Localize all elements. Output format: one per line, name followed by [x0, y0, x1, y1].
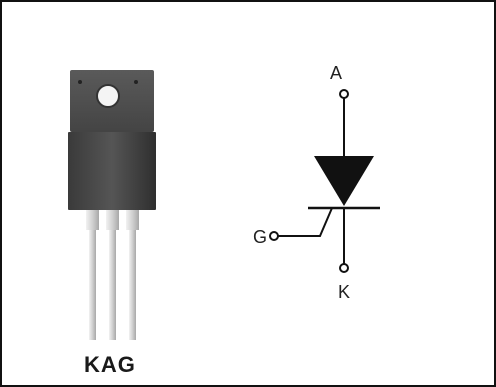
gate-lead [278, 207, 333, 237]
cathode-terminal [339, 263, 349, 273]
gate-terminal [269, 231, 279, 241]
lead-anode [109, 230, 116, 340]
diode-triangle [314, 156, 374, 206]
lead-gate [129, 230, 136, 340]
cathode-label: K [338, 282, 350, 302]
anode-label: A [330, 63, 342, 83]
anode-terminal [339, 89, 349, 99]
thyristor-schematic-symbol: A K G [253, 63, 380, 302]
gate-label: G [253, 227, 267, 247]
mounting-hole [96, 84, 120, 108]
pin-order-label: KAG [84, 352, 136, 377]
lead-cathode [89, 230, 96, 340]
thyristor-package-illustration [68, 70, 156, 340]
package-body [68, 132, 156, 210]
